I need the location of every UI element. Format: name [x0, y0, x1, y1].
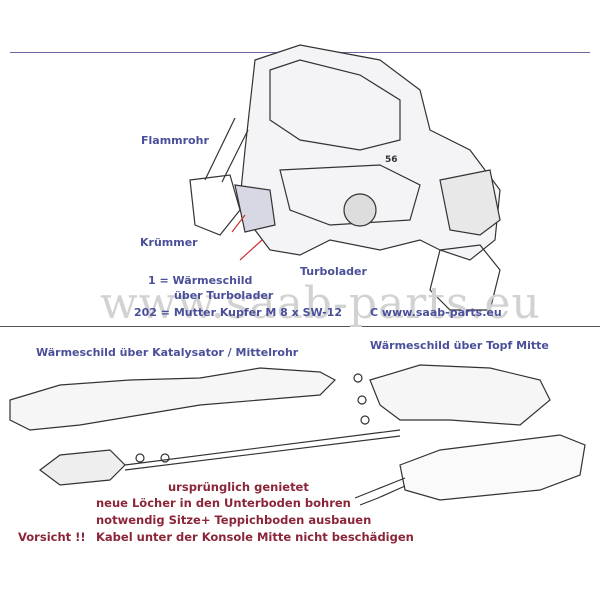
middle-divider: [0, 326, 600, 327]
note-riveted: ursprünglich genietet: [168, 480, 309, 494]
label-flammrohr: Flammrohr: [141, 134, 209, 147]
note-cable-warning: Kabel unter der Konsole Mitte nicht besc…: [96, 530, 414, 544]
title-muffler-heatshield: Wärmeschild über Topf Mitte: [370, 339, 549, 352]
note-drill-holes: neue Löcher in den Unterboden bohren: [96, 496, 351, 510]
catalyst-heatshield-drawing: [9, 367, 401, 486]
warning-label: Vorsicht !!: [18, 530, 86, 544]
muffler-drawing: [353, 364, 586, 506]
label-item-1-detail: über Turbolader: [174, 289, 274, 302]
label-item-202: 202 = Mutter Kupfer M 8 x SW-12: [134, 306, 343, 319]
label-turbolader: Turbolader: [300, 265, 367, 278]
callout-56: 56: [385, 155, 398, 165]
watermark: www.saab-parts.eu: [100, 278, 541, 329]
label-kruemmer: Krümmer: [140, 236, 198, 249]
note-remove-seats: notwendig Sitze+ Teppichboden ausbauen: [96, 513, 372, 527]
label-item-1: 1 = Wärmeschild: [148, 274, 253, 287]
engine-drawing: [189, 44, 501, 311]
title-catalyst-heatshield: Wärmeschild über Katalysator / Mittelroh…: [36, 346, 299, 359]
copyright-label: C www.saab-parts.eu: [370, 306, 502, 319]
